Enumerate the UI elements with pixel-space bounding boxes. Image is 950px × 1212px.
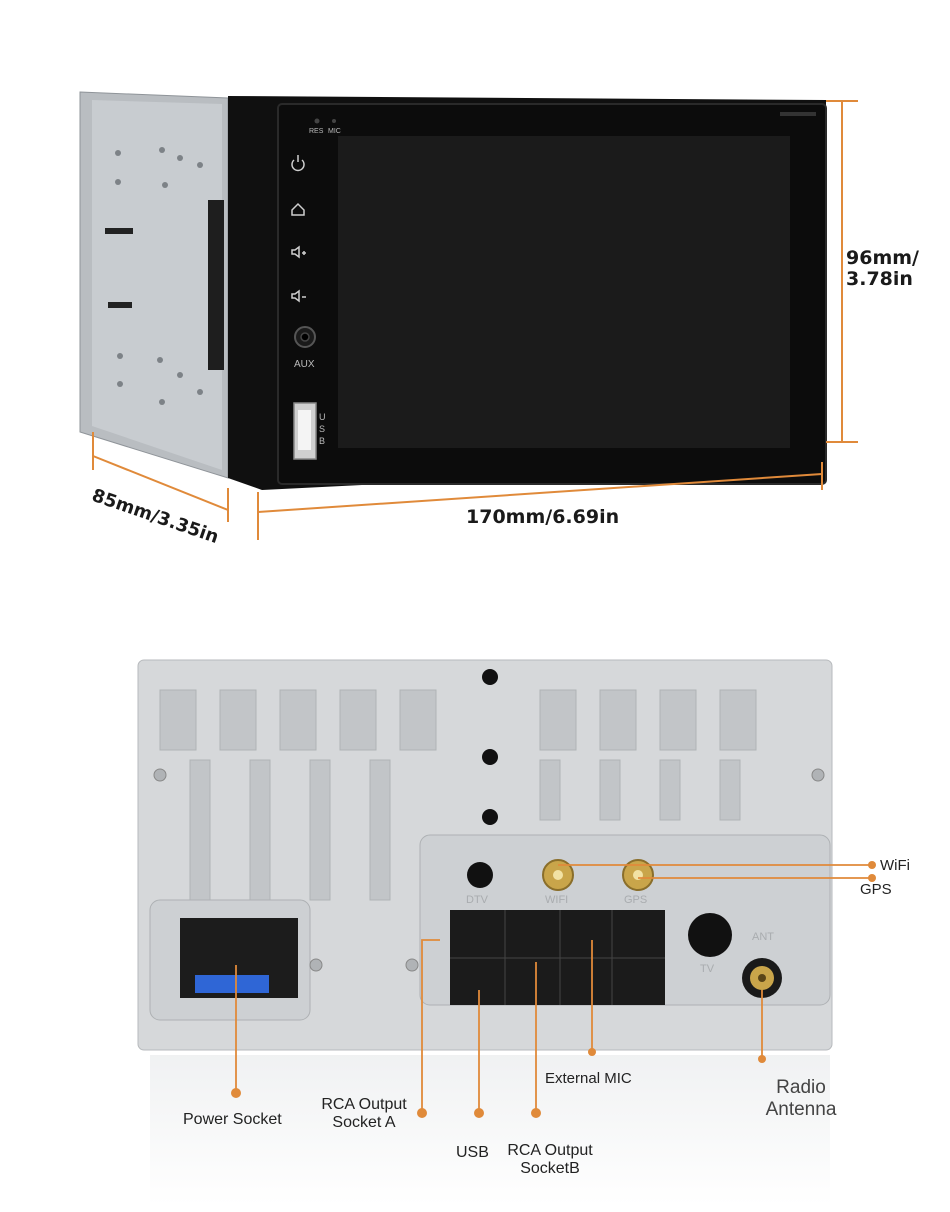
aux-label: AUX [294,359,315,370]
rear-panel-illustration: DTV WIFI GPS ANT TV [137,659,876,1205]
front-bezel [228,96,827,490]
front-controls [291,118,336,460]
power-socket-callout: Power Socket [183,1111,282,1128]
svg-text:WIFI: WIFI [545,894,568,906]
usb-callout: USB [456,1144,489,1161]
svg-text:ANT: ANT [752,931,774,943]
svg-text:TV: TV [700,963,715,975]
wifi-callout: WiFi [880,857,910,874]
gps-callout: GPS [860,881,892,898]
wifi-connector [542,859,574,891]
touch-screen [338,136,790,448]
height-dimension-label: 96mm/ 3.78in [846,247,919,290]
volume-down-icon [291,289,306,303]
radio-antenna-callout: Radio Antenna [765,1077,837,1120]
rca-output-b-callout: RCA Output SocketB [507,1142,593,1178]
rca-output-a-callout: RCA Output Socket A [321,1096,407,1132]
dimension-lines [92,100,858,540]
power-icon [291,155,305,172]
side-cage [79,91,229,479]
external-mic-callout: External MIC [545,1070,632,1087]
home-icon [291,202,305,216]
svg-text:DTV: DTV [466,894,489,906]
volume-up-icon [291,245,306,259]
mic-label: MIC [328,128,341,135]
width-dimension-label: 170mm/6.69in [466,506,620,528]
res-label: RES [309,128,324,135]
svg-text:GPS: GPS [624,894,647,906]
